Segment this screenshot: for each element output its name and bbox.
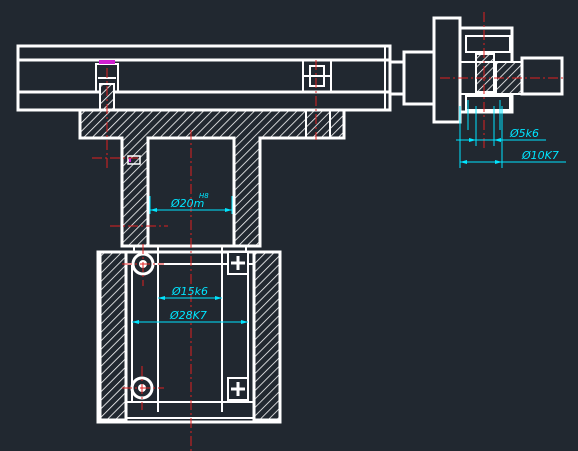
arm-right-pin xyxy=(302,59,332,93)
dimension-right-bore-fit: Ø10K7 xyxy=(459,106,566,168)
dimension-lower-outer-fit: Ø28K7 xyxy=(132,309,248,324)
dimension-lower-inner-fit: Ø15k6 xyxy=(158,285,222,300)
bearing-top-right xyxy=(227,251,249,275)
lower-inner-fit-label: Ø15k6 xyxy=(171,285,208,298)
upper-shaft-fit-tolerance: H8 xyxy=(199,192,209,200)
right-bore-fit-label: Ø10K7 xyxy=(521,149,559,162)
central-shaft xyxy=(133,245,247,412)
right-shaft-fit-label: Ø5k6 xyxy=(509,127,539,140)
horizontal-arm xyxy=(16,44,392,112)
lower-housing xyxy=(96,250,282,424)
bearing-bottom-right xyxy=(227,377,249,401)
dimension-upper-shaft-fit: Ø20m H8 xyxy=(149,192,233,214)
dimension-right-shaft-fit: Ø5k6 xyxy=(456,106,546,146)
upper-shaft-fit-label: Ø20m xyxy=(170,197,204,210)
lower-outer-fit-label: Ø28K7 xyxy=(169,309,207,322)
right-extension-lines xyxy=(467,100,501,130)
centerlines xyxy=(92,12,566,451)
right-coupling xyxy=(388,16,564,124)
